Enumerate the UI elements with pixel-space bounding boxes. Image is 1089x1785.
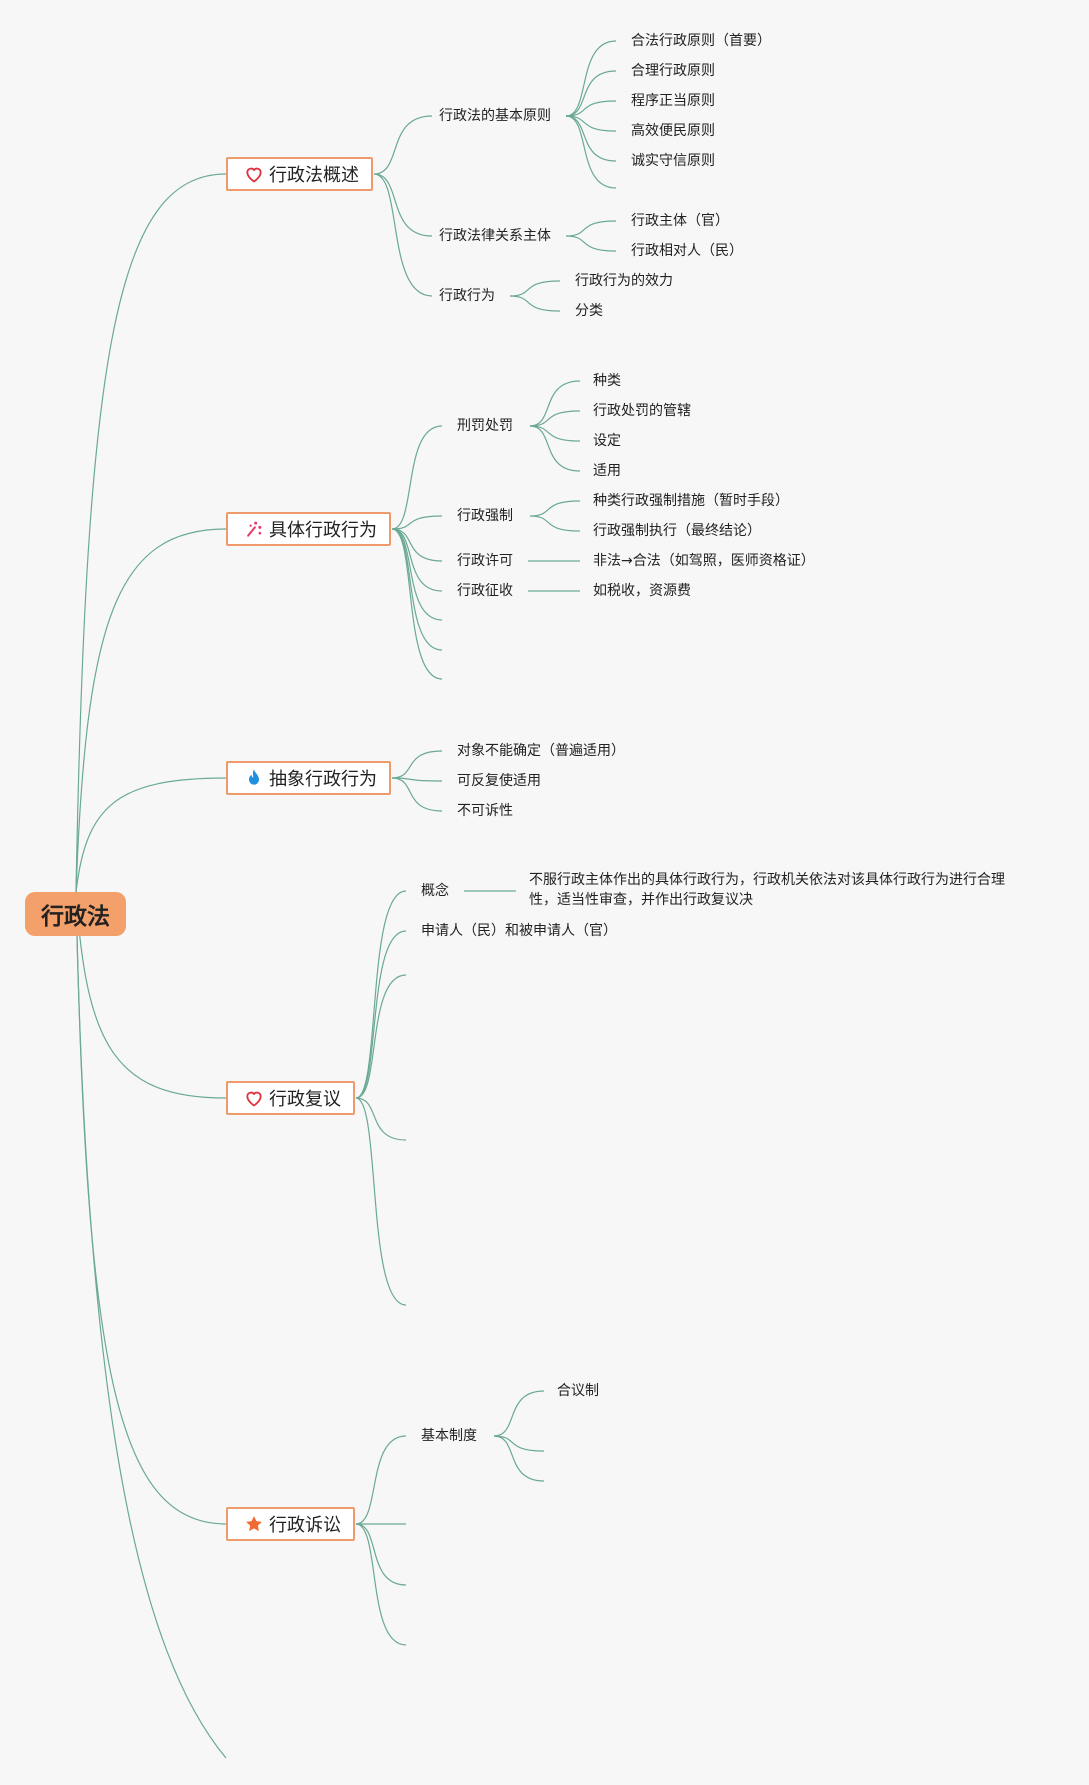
connector-line: [529, 410, 581, 427]
node-abstract-3[interactable]: 不可诉性: [457, 803, 513, 819]
branch-abstract-act[interactable]: 抽象行政行为: [226, 761, 391, 795]
node-collegial[interactable]: 合议制: [557, 1383, 599, 1399]
branch-litigation[interactable]: 行政诉讼: [226, 1507, 355, 1541]
connector-line: [565, 115, 617, 189]
connector-line: [565, 115, 617, 162]
node-parties[interactable]: 申请人（民）和被申请人（官）: [421, 923, 617, 939]
branch-abstract-act-label: 抽象行政行为: [269, 769, 377, 790]
connector-line: [391, 425, 443, 530]
connector-line: [565, 70, 617, 117]
connector-line: [355, 1435, 407, 1525]
fire-icon: [244, 768, 264, 788]
node-license[interactable]: 行政许可: [457, 553, 513, 569]
node-coercion-1[interactable]: 种类行政强制措施（暂时手段）: [593, 493, 789, 509]
node-penalty-1[interactable]: 种类: [593, 373, 621, 389]
node-penalty-3[interactable]: 设定: [593, 433, 621, 449]
connector-line: [509, 295, 561, 312]
heart-icon: [244, 164, 264, 184]
connector-line: [355, 1523, 407, 1586]
connector-line: [565, 220, 617, 237]
branch-overview-label: 行政法概述: [269, 165, 359, 186]
node-penalty-4[interactable]: 适用: [593, 463, 621, 479]
connector-line: [493, 1435, 545, 1482]
connector-line: [391, 777, 443, 812]
connector-line: [373, 173, 433, 237]
connector-line: [355, 1523, 407, 1646]
connector-line: [391, 528, 443, 680]
node-basic-system[interactable]: 基本制度: [421, 1428, 477, 1444]
root-node[interactable]: 行政法: [25, 892, 126, 936]
node-subject-2[interactable]: 行政相对人（民）: [631, 243, 743, 259]
connector-root-overview: [75, 173, 227, 893]
connector-root-specific: [75, 528, 227, 893]
connector-line: [355, 930, 407, 1099]
node-penalty[interactable]: 刑罚处罚: [457, 418, 513, 434]
connector-line: [355, 1097, 407, 1141]
node-penalty-2[interactable]: 行政处罚的管辖: [593, 403, 691, 419]
node-basic-principles[interactable]: 行政法的基本原则: [439, 108, 551, 124]
node-principle-3[interactable]: 程序正当原则: [631, 93, 715, 109]
node-subject-1[interactable]: 行政主体（官）: [631, 213, 729, 229]
connector-line: [355, 1097, 407, 1306]
node-levy[interactable]: 行政征收: [457, 583, 513, 599]
node-concept[interactable]: 概念: [421, 883, 449, 899]
connector-root-litig: [75, 891, 227, 1525]
node-act-1[interactable]: 行政行为的效力: [575, 273, 673, 289]
connector-line: [355, 890, 407, 1099]
connector-line: [529, 380, 581, 427]
connector-line: [391, 515, 443, 530]
node-license-detail[interactable]: 非法→合法（如驾照，医师资格证）: [593, 553, 815, 569]
node-legal-subjects[interactable]: 行政法律关系主体: [439, 228, 551, 244]
connector-line: [529, 500, 581, 517]
connector-line: [391, 528, 443, 651]
node-principle-5[interactable]: 诚实守信原则: [631, 153, 715, 169]
connector-line: [391, 750, 443, 779]
node-abstract-1[interactable]: 对象不能确定（普遍适用）: [457, 743, 625, 759]
node-admin-act[interactable]: 行政行为: [439, 288, 495, 304]
heart-icon: [244, 1088, 264, 1108]
node-principle-1[interactable]: 合法行政原则（首要）: [631, 33, 771, 49]
connector-line: [509, 280, 561, 297]
branch-specific-act-label: 具体行政行为: [269, 520, 377, 541]
connector-line: [391, 528, 443, 562]
connector-line: [565, 115, 617, 132]
branch-reconsideration-label: 行政复议: [269, 1089, 341, 1110]
connector-root-recon: [75, 891, 227, 1099]
connector-line: [493, 1435, 545, 1452]
node-concept-detail[interactable]: 不服行政主体作出的具体行政行为，行政机关依法对该具体行政行为进行合理性，适当性审…: [529, 872, 1005, 908]
connector-line: [355, 974, 407, 1099]
node-principle-2[interactable]: 合理行政原则: [631, 63, 715, 79]
node-coercion[interactable]: 行政强制: [457, 508, 513, 524]
star-icon: [244, 1514, 264, 1534]
node-abstract-2[interactable]: 可反复使适用: [457, 773, 541, 789]
branch-specific-act[interactable]: 具体行政行为: [226, 512, 391, 546]
connector-root-extra: [75, 891, 227, 1759]
connector-line: [529, 425, 581, 472]
connector-line: [565, 100, 617, 117]
magic-wand-icon: [244, 519, 264, 539]
branch-litigation-label: 行政诉讼: [269, 1515, 341, 1536]
connector-line: [493, 1390, 545, 1437]
connector-line: [565, 235, 617, 252]
connector-line: [529, 515, 581, 532]
node-coercion-2[interactable]: 行政强制执行（最终结论）: [593, 523, 761, 539]
connector-line: [373, 115, 433, 175]
node-levy-detail[interactable]: 如税收，资源费: [593, 583, 691, 599]
connector-line: [529, 425, 581, 442]
connector-root-abstract: [75, 777, 227, 893]
connector-line: [391, 777, 443, 782]
branch-reconsideration[interactable]: 行政复议: [226, 1081, 355, 1115]
branch-overview[interactable]: 行政法概述: [226, 157, 373, 191]
connector-line: [565, 40, 617, 117]
node-act-2[interactable]: 分类: [575, 303, 603, 319]
connector-line: [373, 173, 433, 297]
node-principle-4[interactable]: 高效便民原则: [631, 123, 715, 139]
